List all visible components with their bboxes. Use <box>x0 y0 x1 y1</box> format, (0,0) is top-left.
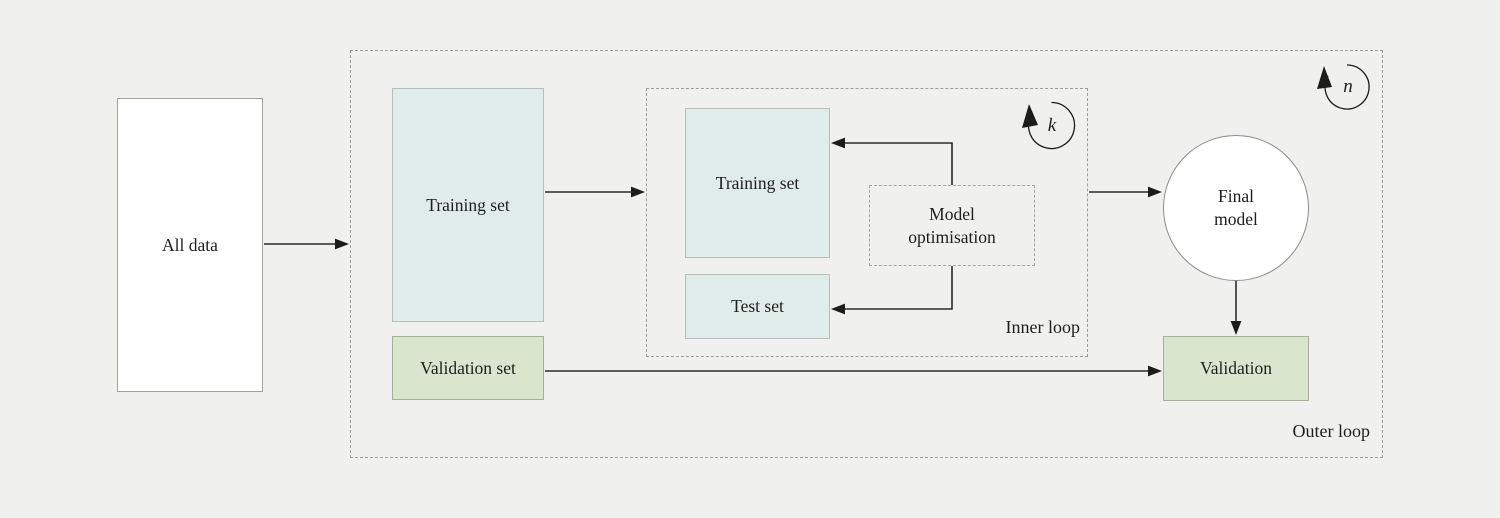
arrow-alldata-to-outerloop <box>264 238 349 250</box>
inner-training-set-node: Training set <box>685 108 830 258</box>
validation-node: Validation <box>1163 336 1309 401</box>
final-model-node: Final model <box>1163 135 1309 281</box>
test-set-node: Test set <box>685 274 830 339</box>
model-optimisation-node: Model optimisation <box>869 185 1035 266</box>
outer-loop-container <box>350 50 1383 458</box>
k-iterations-symbol: k <box>1047 115 1057 136</box>
n-iterations-symbol: n <box>1343 76 1353 97</box>
inner-loop-label: Inner loop <box>1005 317 1080 337</box>
outer-training-set-node: Training set <box>392 88 544 322</box>
inner-loop-container <box>646 88 1088 357</box>
validation-set-node: Validation set <box>392 336 544 400</box>
all-data-node: All data <box>117 98 263 392</box>
outer-loop-label: Outer loop <box>1292 421 1370 441</box>
